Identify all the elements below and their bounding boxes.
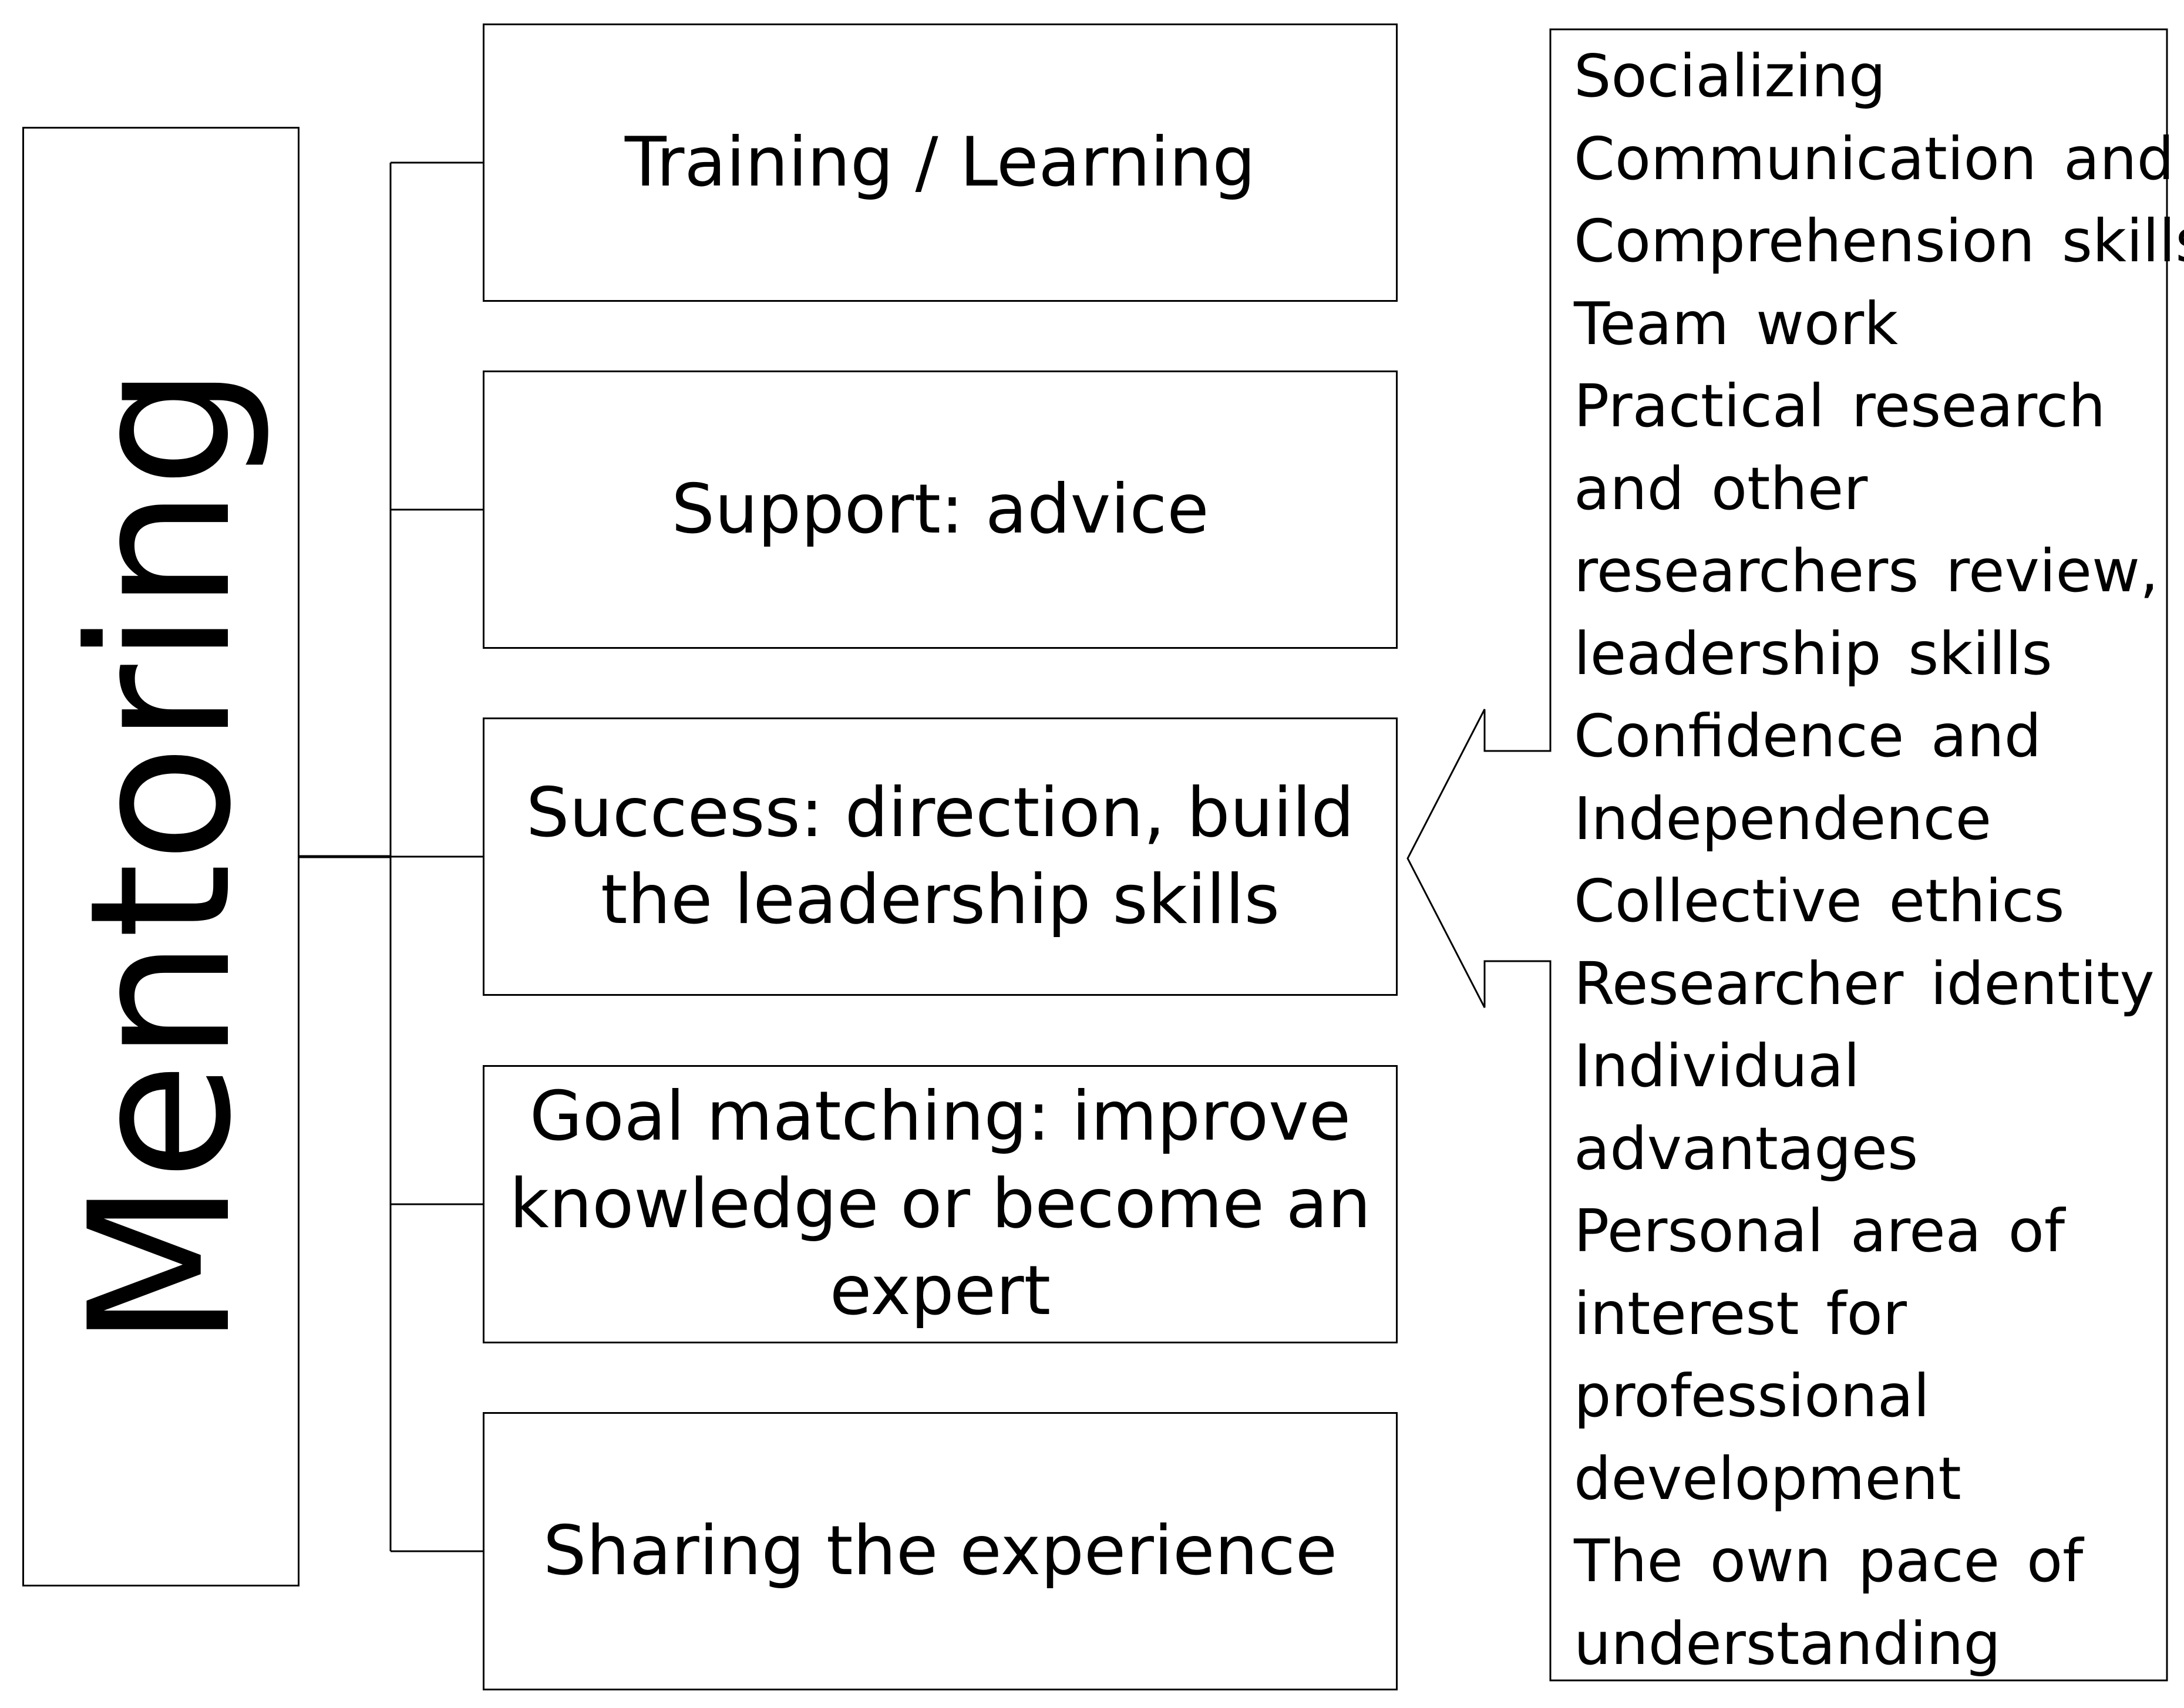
outcome-line: advantages — [1574, 1114, 1919, 1183]
outcome-line: and other — [1574, 454, 1868, 523]
branch-box-success: Success: direction, build the leadership… — [483, 717, 1398, 996]
outcome-line: Team work — [1574, 289, 1899, 358]
outcome-line: development — [1574, 1444, 1961, 1513]
outcome-line: Confidence and — [1574, 702, 2042, 770]
branch-label: Goal matching: improve knowledge or beco… — [509, 1077, 1371, 1331]
mentoring-label: Mentoring — [48, 365, 274, 1349]
outcome-line: researchers review, — [1574, 537, 2159, 605]
outcome-line: The own pace of — [1574, 1527, 2084, 1595]
branch-label: Support: advice — [671, 469, 1209, 549]
outcome-line: leadership skills — [1574, 619, 2052, 688]
outcome-line: Collective ethics — [1574, 867, 2065, 935]
outcome-list: Socializing Communication and Comprehens… — [1574, 35, 2184, 1685]
branch-box-goal-matching: Goal matching: improve knowledge or beco… — [483, 1065, 1398, 1343]
outcome-line: Comprehension skills — [1574, 207, 2184, 275]
outcome-line: interest for — [1574, 1279, 1907, 1348]
outcome-line: Individual — [1574, 1032, 1860, 1100]
branch-label: Training / Learning — [624, 122, 1256, 202]
outcome-line: understanding — [1574, 1609, 2001, 1678]
branch-box-support: Support: advice — [483, 370, 1398, 649]
outcome-line: Personal area of — [1574, 1197, 2065, 1265]
outcome-line: Socializing — [1574, 42, 1886, 110]
outcome-line: Practical research — [1574, 372, 2106, 440]
outcome-line: Independence — [1574, 784, 1992, 853]
branch-label: Success: direction, build the leadership… — [526, 773, 1355, 939]
branch-box-sharing: Sharing the experience — [483, 1412, 1398, 1690]
branch-box-training: Training / Learning — [483, 23, 1398, 302]
outcome-line: Researcher identity — [1574, 949, 2155, 1018]
outcome-line: Communication and — [1574, 124, 2175, 193]
mentoring-box: Mentoring — [22, 127, 299, 1586]
branch-label: Sharing the experience — [543, 1511, 1338, 1591]
callout-arrow-box — [1406, 28, 2168, 1682]
outcome-line: professional — [1574, 1362, 1930, 1430]
